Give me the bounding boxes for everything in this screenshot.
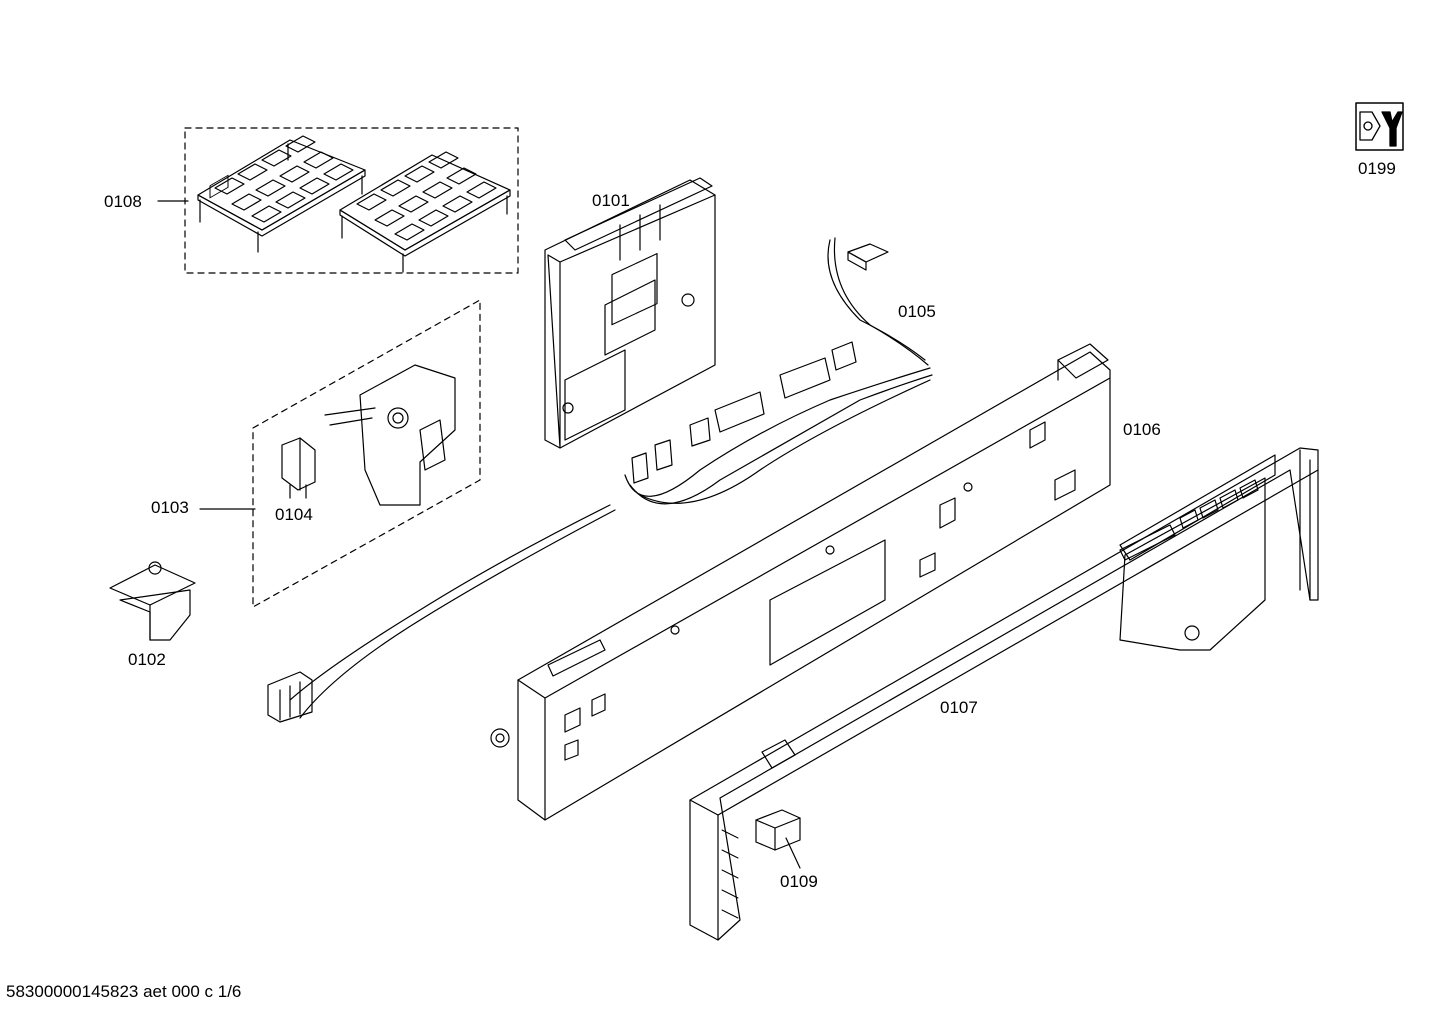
leader-0109 [785, 837, 801, 869]
label-0101: 0101 [592, 191, 630, 210]
label-0108: 0108 [104, 192, 142, 211]
suppressor-component [281, 437, 316, 499]
drawing-reference-footer: 58300000145823 aet 000 c 1/6 [6, 982, 242, 1001]
valve-group-box [252, 299, 481, 608]
control-module [544, 177, 716, 449]
switch-part [109, 561, 196, 641]
keypad-mat-right [339, 151, 511, 273]
label-0107: 0107 [940, 698, 978, 717]
label-0105: 0105 [898, 302, 936, 321]
keypad-mat-left [197, 135, 366, 253]
label-0199: 0199 [1358, 159, 1396, 178]
label-0104: 0104 [275, 505, 313, 524]
wiring-harness [267, 237, 933, 723]
valve-assembly [324, 364, 456, 506]
hex-nut-wrench-icon [1355, 102, 1404, 151]
label-0102: 0102 [128, 650, 166, 669]
label-0103: 0103 [151, 498, 189, 517]
front-fascia [689, 447, 1319, 941]
small-clip [755, 809, 801, 851]
label-0109: 0109 [780, 872, 818, 891]
panel-frame [490, 343, 1111, 821]
label-0106: 0106 [1123, 420, 1161, 439]
